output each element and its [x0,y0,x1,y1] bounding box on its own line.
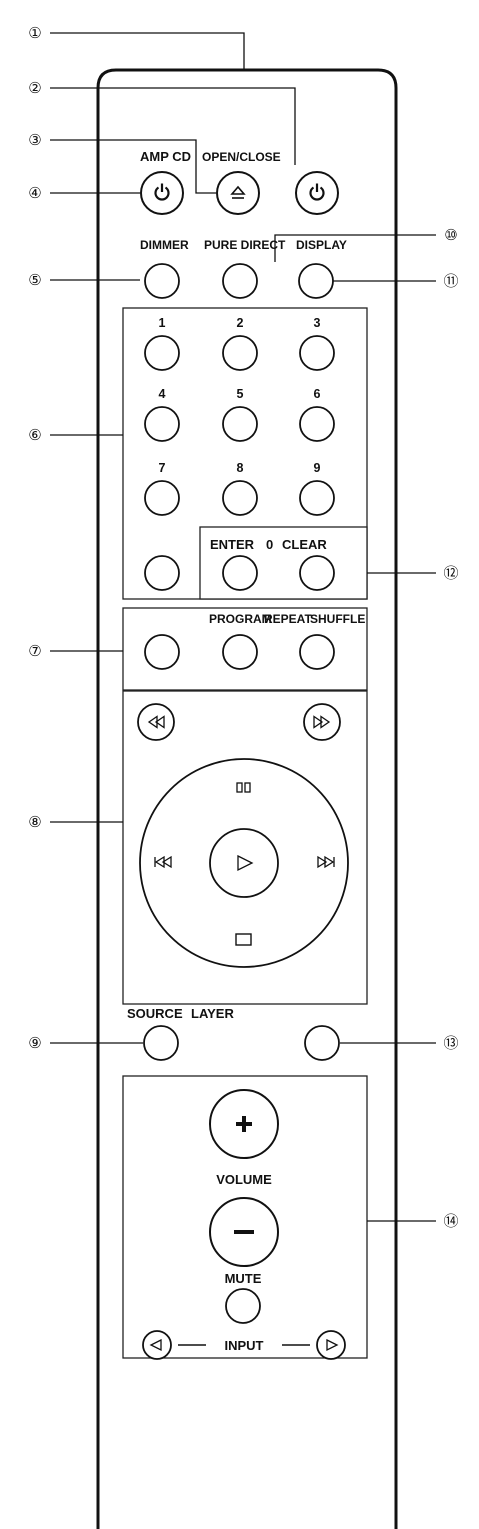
fast-forward-button[interactable] [303,703,341,741]
digit-label-6: 6 [314,387,321,401]
repeat-button[interactable] [222,634,258,670]
digit-label-7: 7 [159,461,166,475]
callout-4: ④ [28,185,41,202]
digit-label-1: 1 [159,316,166,330]
input-right-button[interactable] [316,1330,346,1360]
play-icon [237,854,254,872]
digit-button-8[interactable] [222,480,258,516]
pure-direct-label: PURE DIRECT [204,238,286,252]
zero-button[interactable] [222,555,258,591]
digit-button-7[interactable] [144,480,180,516]
callout-8: ⑧ [28,814,41,831]
eject-icon [230,185,246,199]
open-close-label: OPEN/CLOSE [202,150,281,164]
skip-forward-button[interactable] [317,855,335,869]
triangle-right-icon [326,1338,339,1352]
plus-icon [236,1116,252,1132]
digit-label-4: 4 [159,387,166,401]
pause-icon [236,782,251,793]
callout-6: ⑥ [28,427,41,444]
mute-button[interactable] [225,1288,261,1324]
callout-7: ⑦ [28,643,41,660]
volume-label: VOLUME [216,1172,272,1187]
pure-direct-button[interactable] [222,263,258,299]
callout-9: ⑨ [28,1035,41,1052]
mute-label: MUTE [225,1271,262,1286]
digit-label-5: 5 [237,387,244,401]
open-close-button[interactable] [216,171,260,215]
input-label: INPUT [225,1338,264,1353]
triangle-left-icon [149,1338,162,1352]
leader-line-10 [274,234,436,262]
digit-button-2[interactable] [222,335,258,371]
transport-frame [122,690,368,1005]
amp-cd-label: AMP CD [140,149,191,164]
callout-11: ⑪ [443,273,458,290]
callout-2: ② [28,80,41,97]
program-label: PROGRAM [209,612,272,626]
callout-5: ⑤ [28,272,41,289]
volume-frame [122,1075,368,1359]
dimmer-button[interactable] [144,263,180,299]
zero-label: 0 [266,537,273,552]
rewind-icon [147,715,165,729]
stop-button[interactable] [235,933,252,946]
leader-lines [50,32,436,1222]
stop-icon [235,933,252,946]
skip-forward-icon [317,855,335,869]
shuffle-label: SHUFFLE [310,612,365,626]
callout-10: ⑩ [444,227,457,244]
leader-line-3 [50,139,216,194]
enter-label: ENTER [210,537,255,552]
digit-button-3[interactable] [299,335,335,371]
repeat-label: REPEAT [264,612,312,626]
clear-label: CLEAR [282,537,327,552]
amp-power-button[interactable] [140,171,184,215]
clear-button[interactable] [299,555,335,591]
digit-label-8: 8 [237,461,244,475]
skip-back-icon [154,855,172,869]
callout-14: ⑭ [443,1213,458,1230]
callout-1: ① [28,25,41,42]
source-label: SOURCE [127,1006,183,1021]
digit-label-2: 2 [237,316,244,330]
layer-label: LAYER [191,1006,234,1021]
pause-button[interactable] [236,782,251,793]
program-frame [122,607,368,691]
digit-label-9: 9 [314,461,321,475]
shuffle-button[interactable] [299,634,335,670]
callouts: ① ② ③ ④ ⑤ ⑥ ⑦ ⑧ ⑨ ⑩ ⑪ ⑫ ⑬ ⑭ [28,25,458,1230]
input-left-button[interactable] [142,1330,172,1360]
power-icon [309,183,325,201]
power-icon [154,183,170,201]
dimmer-label: DIMMER [140,238,189,252]
cd-power-button[interactable] [295,171,339,215]
digit-button-6[interactable] [299,406,335,442]
source-button[interactable] [143,1025,179,1061]
callout-3: ③ [28,132,41,149]
digit-button-9[interactable] [299,480,335,516]
callout-13: ⑬ [443,1035,458,1052]
digit-button-4[interactable] [144,406,180,442]
digit-button-1[interactable] [144,335,180,371]
leader-line-2 [50,87,296,165]
program-button[interactable] [144,634,180,670]
remote-body-outline [96,68,398,1529]
digit-button-5[interactable] [222,406,258,442]
layer-button[interactable] [304,1025,340,1061]
callout-12: ⑫ [443,565,458,582]
enter-button[interactable] [144,555,180,591]
digit-label-3: 3 [314,316,321,330]
leader-line-1 [50,32,245,70]
skip-back-button[interactable] [154,855,172,869]
volume-up-button[interactable] [209,1089,279,1159]
fast-forward-icon [313,715,331,729]
display-button[interactable] [298,263,334,299]
display-label: DISPLAY [296,238,347,252]
play-button[interactable] [209,828,279,898]
volume-down-button[interactable] [209,1197,279,1267]
rewind-button[interactable] [137,703,175,741]
enter-clear-frame [199,526,368,600]
